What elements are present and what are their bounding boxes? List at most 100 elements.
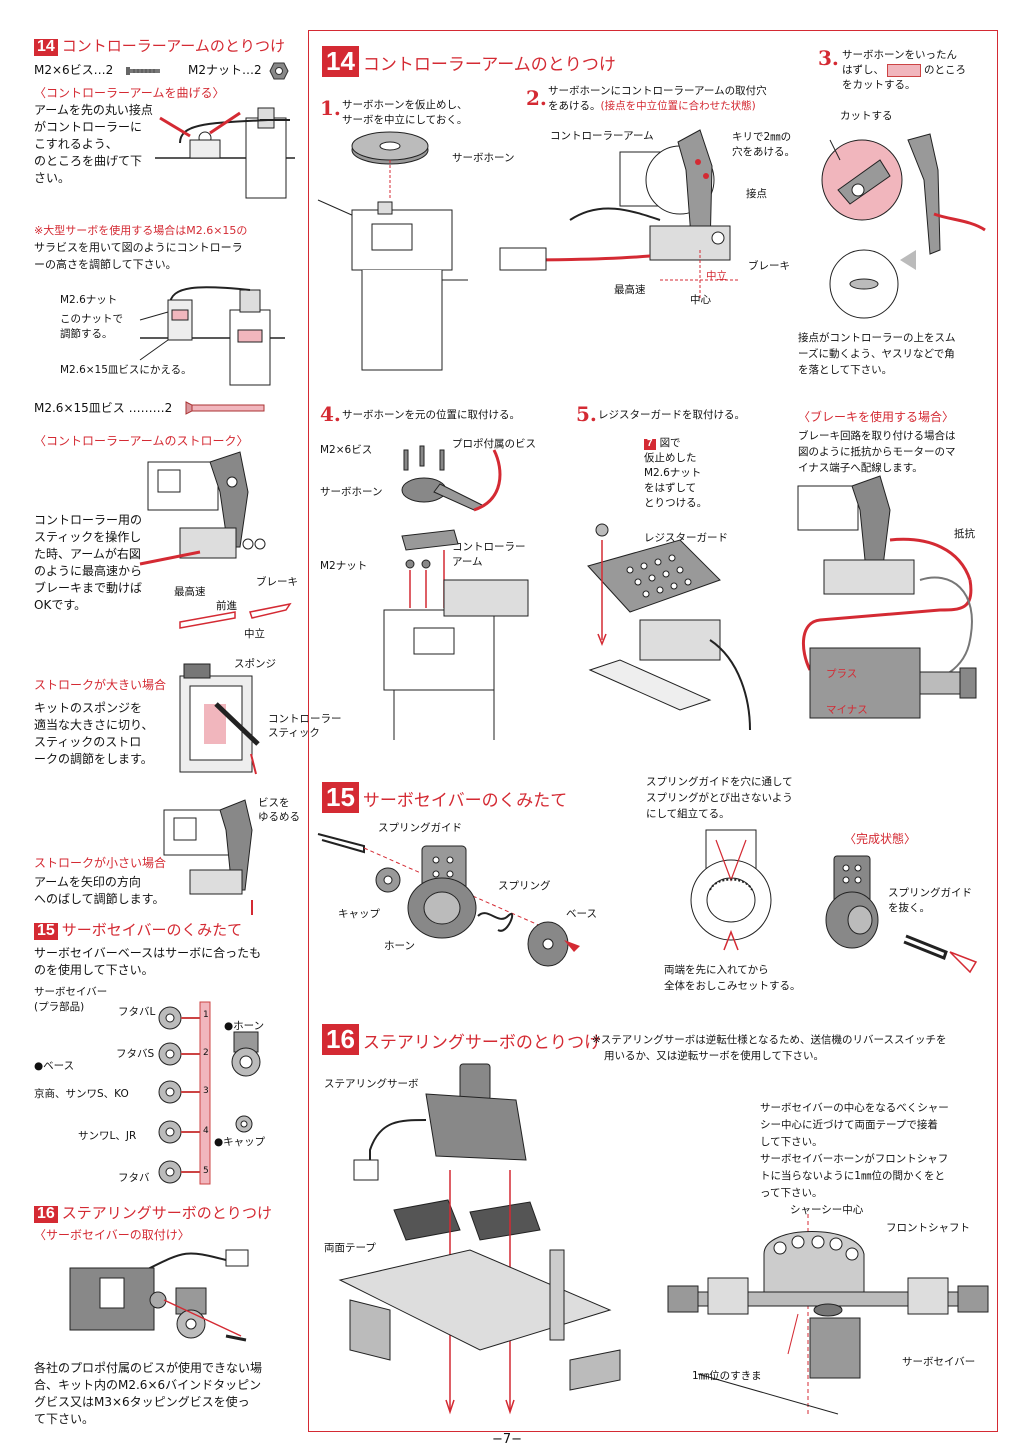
step2-note: (接点を中立位置に合わせた状態) (600, 100, 756, 112)
main-frame (308, 30, 998, 1432)
label-sponge: スポンジ (234, 658, 276, 670)
text-line: 各社のプロポ付属のビスが使用できない場 (34, 1361, 263, 1375)
label-base: ●ベース (34, 1060, 75, 1072)
text-line: スティックのストロ (34, 735, 142, 749)
section-title-text: ステアリングサーボのとりつけ (362, 1033, 602, 1053)
bend-text: アームを先の丸い接点 がコントローラーに こすれるよう、 のところを曲げて下 さ… (34, 102, 153, 187)
text-line: のところ (924, 64, 966, 76)
runner-number: 1 (203, 1010, 209, 1020)
label-ctrl-arm-2: コントローラー アーム (452, 540, 526, 570)
runner-number: 2 (203, 1048, 209, 1058)
text-line: を抜く。 (888, 902, 930, 914)
text-line: ※ステアリングサーボは逆転仕様となるため、送信機のリバーススイッチを (592, 1034, 947, 1046)
insert-note: 両端を先に入れてから 全体をおしこみセットする。 (664, 962, 801, 994)
label-cut: カットする (840, 110, 893, 122)
flat-screw-qty: M2.6×15皿ビス ………2 (34, 401, 173, 415)
finished-saver-illustration (825, 855, 978, 974)
runner-number: 3 (203, 1086, 209, 1096)
text-line: イナス端子へ配線します。 (798, 462, 923, 474)
saver-runner-illustration (158, 1001, 211, 1185)
text-line: 調節する。 (60, 328, 113, 340)
text-line: のように最高速から (34, 564, 143, 578)
saver-row: フタバ (118, 1172, 150, 1184)
text-line: して下さい。 (760, 1136, 823, 1148)
section-number-badge: 14 (322, 46, 359, 78)
text-line: ビスを (258, 797, 290, 809)
runner-number: 5 (203, 1166, 209, 1176)
text-line: 用いるか、又は逆転サーボを使用して下さい。 (604, 1050, 824, 1062)
cut-illustration (821, 133, 986, 319)
text-line: ※大型サーボを使用する場合はM2.6×15の (34, 224, 248, 237)
text-line: (プラ部品) (34, 1001, 85, 1013)
label-brake-2: ブレーキ (748, 260, 790, 272)
text-line: を落として下さい。 (798, 364, 893, 376)
arm-drill-illustration (499, 129, 740, 300)
label-propo-screw: プロポ付属のビス (452, 438, 536, 450)
text-line: サーボホーンをいったん (842, 49, 957, 61)
brake-heading: 〈ブレーキを使用する場合〉 (798, 410, 955, 424)
big-stroke-text: キットのスポンジを 適当な大きさに切り、 スティックのストロ ークの調節をします… (34, 700, 154, 768)
label-neutral-2: 中立 (706, 270, 727, 282)
label-minus: マイナス (826, 704, 868, 716)
label-servo-horn: サーボホーン (452, 152, 515, 164)
s16-text: 各社のプロポ付属のビスが使用できない場 合、キット内のM2.6×6バインドタッピ… (34, 1360, 262, 1428)
text-line: アームを矢印の方向 (34, 875, 141, 889)
text-line: ブレーキまで動けば (34, 581, 143, 595)
label-tape: 両面テープ (324, 1242, 376, 1254)
text-line: スプリングガイド (888, 887, 972, 899)
text-line: 全体をおしこみセットする。 (664, 980, 801, 992)
servo-step4-illustration (383, 445, 529, 740)
text-line: サーボセイバー (34, 986, 108, 998)
stroke-illustration (139, 451, 292, 629)
step3-number: 3. (818, 46, 839, 70)
label-horn-2: ホーン (384, 940, 415, 952)
text-line: サーボを中立にしておく。 (342, 114, 468, 126)
text-line: サーボセイバーホーンがフロントシャフ (760, 1153, 949, 1165)
text-line: サーボセイバーの中心をなるべくシャー (760, 1102, 949, 1114)
step3-text: サーボホーンをいったん はずし、のところ をカットする。 (842, 48, 966, 93)
large-servo-note: ※大型サーボを使用する場合はM2.6×15の サラビスを用いて図のようにコントロ… (34, 222, 247, 273)
label-chassis-center: シャーシー中心 (790, 1204, 864, 1216)
text-line: ゆるめる (258, 811, 300, 823)
parts-nut: M2ナット…2 (188, 63, 262, 77)
saver-row: サンワL、JR (78, 1130, 137, 1142)
center-note: サーボセイバーの中心をなるべくシャー シー中心に近づけて両面テープで接着 して下… (760, 1100, 949, 1202)
label-max-2: 最高速 (614, 284, 646, 296)
text-line: をカットする。 (842, 79, 916, 91)
label-resistor: 抵抗 (954, 528, 975, 540)
text-line: ークの調節をします。 (34, 752, 153, 766)
text-line: アームを先の丸い接点 (34, 103, 153, 117)
label-replace-screw: M2.6×15皿ビスにかえる。 (60, 364, 192, 376)
section-title-text: コントローラーアームのとりつけ (61, 37, 285, 55)
page-number: −7− (492, 1432, 523, 1447)
text-line: アーム (452, 556, 483, 568)
label-plus: プラス (826, 668, 858, 680)
spring-note: スプリングガイドを穴に通して スプリングがとび出さないよう にして組立てる。 (646, 774, 793, 822)
text-line: ーズに動くよう、ヤスリなどで角 (798, 348, 955, 360)
step5-number: 5. (576, 402, 597, 426)
section-number-badge: 16 (34, 1205, 58, 1223)
label-adjust-note: このナットで 調節する。 (60, 312, 123, 342)
text-line: サーボホーンにコントローラーアームの取付穴 (548, 85, 767, 97)
saver-mount-illustration (69, 1249, 249, 1342)
text-line: 穴をあける。 (732, 146, 795, 158)
label-max-speed: 最高速 (174, 586, 206, 598)
s16-sub-heading: 〈サーボセイバーの取付け〉 (34, 1228, 190, 1242)
pull-guide: スプリングガイド を抜く。 (888, 886, 972, 916)
text-line: ーの高さを調節して下さい。 (34, 258, 177, 271)
text-line: キリで2㎜の (732, 131, 792, 143)
section-number-badge: 14 (34, 38, 58, 56)
label-brake: ブレーキ (256, 576, 298, 588)
text-line: OKです。 (34, 598, 87, 612)
figure-number-badge: 7 (644, 438, 656, 450)
resistor-guard-illustration (587, 523, 751, 731)
saver-row: フタバS (116, 1048, 155, 1060)
text-line: シー中心に近づけて両面テープで接着 (760, 1119, 938, 1131)
label-steering-servo: ステアリングサーボ (324, 1078, 419, 1090)
stroke-text: コントローラー用の スティックを操作し た時、アームが右図 のように最高速から … (34, 512, 142, 614)
